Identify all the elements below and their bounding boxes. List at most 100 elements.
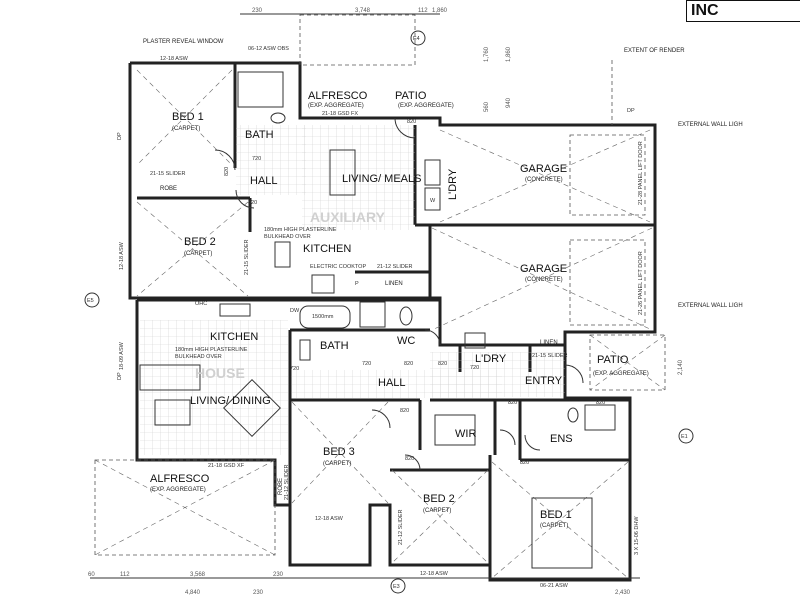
- dimension: 112: [120, 572, 130, 578]
- section-marker-label: E3: [393, 584, 400, 590]
- shower-main: [359, 301, 386, 328]
- window-tag: 3 X 15-06 DHW: [634, 516, 640, 555]
- dimension: 112: [418, 8, 428, 14]
- room-alfresco-main: ALFRESCO: [150, 473, 210, 485]
- entry-tiles: [430, 352, 565, 397]
- room-bed1-top-sub: (CARPET): [172, 126, 200, 132]
- bulkhead-main-2: BULKHEAD OVER: [175, 354, 222, 360]
- dimension: 1,860: [506, 46, 512, 62]
- window-tag: 21-12 SLIDER: [284, 465, 290, 500]
- corner-title-badge: INC: [686, 0, 800, 22]
- window-tag: 12-18 ASW: [315, 516, 344, 522]
- kitchen-sink: [219, 303, 251, 317]
- room-robe-top: ROBE: [160, 186, 177, 192]
- door-swing: [371, 409, 391, 429]
- dimension: 2,430: [615, 590, 631, 596]
- diagonal-line: [439, 129, 651, 223]
- fixture-bath-length: 1500mm: [312, 314, 334, 320]
- dimension: 940: [506, 97, 512, 108]
- dimension: 60: [88, 572, 95, 578]
- window-tag: 21-15 SLIDER: [150, 171, 185, 177]
- window-tag: 21-12 SLIDER: [377, 264, 412, 270]
- room-patio-main: PATIO: [597, 354, 629, 366]
- dashed-outlines: [94, 14, 666, 556]
- room-patio-top-sub: (EXP. AGGREGATE): [398, 103, 454, 109]
- section-markers: E4 E5 E1 E3: [84, 30, 694, 594]
- room-hall-top: HALL: [250, 175, 278, 187]
- door-swing: [564, 364, 584, 384]
- patio-outline: [589, 334, 666, 391]
- door-swings: [214, 117, 584, 471]
- room-bed2-main-sub: (CARPET): [423, 508, 451, 514]
- window-tag: 12-18 ASW: [119, 241, 125, 270]
- kitchen-living-tiles: [140, 320, 288, 455]
- carpet-diagonals: [94, 69, 666, 579]
- bulkhead-top-2: BULKHEAD OVER: [264, 234, 311, 240]
- house-watermark: HOUSE: [195, 365, 245, 381]
- dimension: 560: [484, 101, 490, 112]
- door-swing: [524, 434, 541, 451]
- room-wc-main: WC: [397, 335, 415, 347]
- section-marker: [84, 292, 100, 308]
- note-plaster-window: PLASTER REVEAL WINDOW: [143, 39, 224, 45]
- door-width: 820: [438, 361, 447, 367]
- fixture-ohc: OHC: [195, 301, 207, 307]
- dimension-annotations: 230 3,748 112 1,860 1,760 1,860 560 940 …: [88, 8, 684, 596]
- room-robe-main: ROBE: [278, 478, 284, 495]
- room-garage-mid-sub: (CONCRETE): [525, 277, 563, 283]
- diagonal-line: [589, 334, 666, 391]
- section-marker: [390, 578, 406, 594]
- fixture-dw: DW: [290, 308, 300, 314]
- room-living-dining: LIVING/ DINING: [190, 395, 271, 407]
- section-marker-label: E5: [87, 298, 94, 304]
- bulkhead-main-1: 180mm HIGH PLASTERLINE: [175, 347, 248, 353]
- room-ldry-top: L'DRY: [447, 168, 459, 200]
- dimension: 3,568: [190, 572, 206, 578]
- room-bed2-main: BED 2: [423, 493, 455, 505]
- fixture-cooktop-label: ELECTRIC COOKTOP: [310, 264, 366, 270]
- bed-main: [531, 497, 593, 569]
- door-swing: [499, 429, 516, 446]
- door-width: 820: [224, 167, 230, 176]
- plan-notes: PLASTER REVEAL WINDOW EXTENT OF RENDER E…: [143, 39, 743, 360]
- hall-top-tiles: [236, 125, 306, 195]
- room-patio-main-sub: (EXP. AGGREGATE): [593, 371, 649, 377]
- dining-table: [329, 149, 356, 196]
- diagonal-line: [391, 469, 489, 564]
- window-tag: 21-12 SLIDER: [398, 510, 404, 545]
- dining-table-main: [223, 379, 281, 437]
- section-marker: [410, 30, 426, 46]
- fixture-pantry: P: [355, 281, 359, 287]
- dimension: 2,140: [678, 359, 684, 375]
- door-width: 820: [508, 400, 517, 406]
- window-tag: 06-12 ASW OBS: [248, 46, 289, 52]
- door-width: 720: [252, 156, 261, 162]
- toilet-ens: [567, 407, 579, 423]
- toilet-wc: [399, 306, 413, 326]
- room-ldry-main: L'DRY: [475, 353, 507, 365]
- living-meals-tiles: [302, 125, 415, 230]
- room-bed1-main-sub: (CARPET): [540, 523, 568, 529]
- note-extent-render: EXTENT OF RENDER: [624, 48, 685, 54]
- window-tag: 21-18 GSD FX: [322, 111, 358, 117]
- note-external-light-2: EXTERNAL WALL LIGH: [678, 303, 743, 309]
- door-width: 720: [290, 366, 299, 372]
- door-width: 820: [400, 408, 409, 414]
- room-patio-top: PATIO: [395, 90, 427, 102]
- window-tag: 21-15 SLIDER: [244, 240, 250, 275]
- toilet-top: [270, 112, 286, 124]
- door-width: 720: [362, 361, 371, 367]
- dimension: 230: [273, 572, 284, 578]
- diagonal-line: [136, 69, 233, 166]
- diagonal-line: [94, 459, 276, 556]
- downpipe-tag: DP: [117, 372, 123, 380]
- bathtub: [299, 305, 351, 329]
- dimension: 1,760: [484, 46, 490, 62]
- door-swing: [424, 329, 441, 346]
- window-tag: 06-21 ASW: [540, 583, 569, 589]
- room-garage-mid: GARAGE: [520, 263, 567, 275]
- section-marker-label: E1: [681, 434, 688, 440]
- door-swing: [214, 149, 236, 171]
- sofa: [154, 399, 191, 426]
- dimension: 4,840: [185, 590, 201, 596]
